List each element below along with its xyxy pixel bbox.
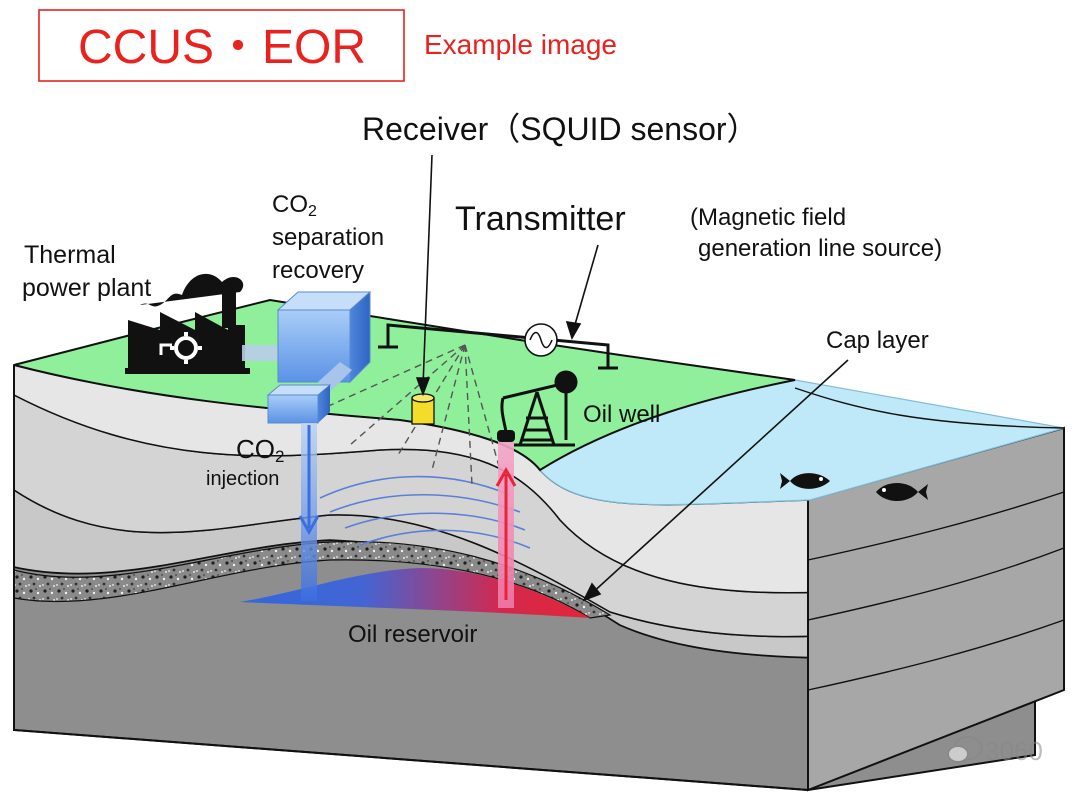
title-block: CCUS・EOR Example image <box>38 9 617 82</box>
fish-icon <box>876 483 928 501</box>
factory-icon <box>125 273 250 374</box>
co2-separation-unit <box>266 290 372 424</box>
production-well <box>495 430 517 608</box>
watermark: 3060 <box>947 736 1043 766</box>
sea-floor-line <box>794 387 1065 429</box>
receiver-label: Receiver（SQUID sensor） <box>362 111 759 147</box>
transmitter-label: Transmitter <box>455 200 626 238</box>
watermark-text: 3060 <box>985 736 1043 766</box>
transmitter-line-source <box>378 323 618 370</box>
down-arrow-icon <box>298 515 320 536</box>
title-frame <box>38 9 405 82</box>
cap-rock-layer <box>13 540 612 619</box>
pointer-arrows <box>415 154 849 602</box>
thermal-plant-label-2: power plant <box>22 274 151 302</box>
page-title: CCUS・EOR <box>78 21 366 74</box>
co2-injection-label-2: injection <box>206 468 279 490</box>
page-subtitle: Example image <box>424 29 617 60</box>
injection-well <box>298 423 320 601</box>
transmitter-note-2: generation line source) <box>698 235 942 262</box>
co2-separation-label: CO2 <box>272 191 317 220</box>
fish-icon <box>780 473 830 489</box>
right-face-strata <box>807 491 1065 691</box>
co2-separation-label-3: recovery <box>272 257 364 284</box>
thermal-plant-label: Thermal <box>24 241 116 269</box>
transmitter-note-1: (Magnetic field <box>690 204 846 231</box>
flue-pipe <box>242 345 284 361</box>
cap-layer-label: Cap layer <box>826 327 929 354</box>
squid-sensor-icon <box>411 393 435 425</box>
up-arrow-icon <box>495 466 517 487</box>
co2-separation-label-2: separation <box>272 224 384 251</box>
labels: Receiver（SQUID sensor） Transmitter (Magn… <box>22 111 942 648</box>
oil-well-label: Oil well <box>583 401 660 428</box>
pump-jack-icon <box>500 370 578 447</box>
oil-reservoir-label: Oil reservoir <box>348 621 477 648</box>
co2-injection-label: CO2 <box>236 434 284 466</box>
block-outline <box>13 365 809 791</box>
gear-icon <box>174 336 198 360</box>
